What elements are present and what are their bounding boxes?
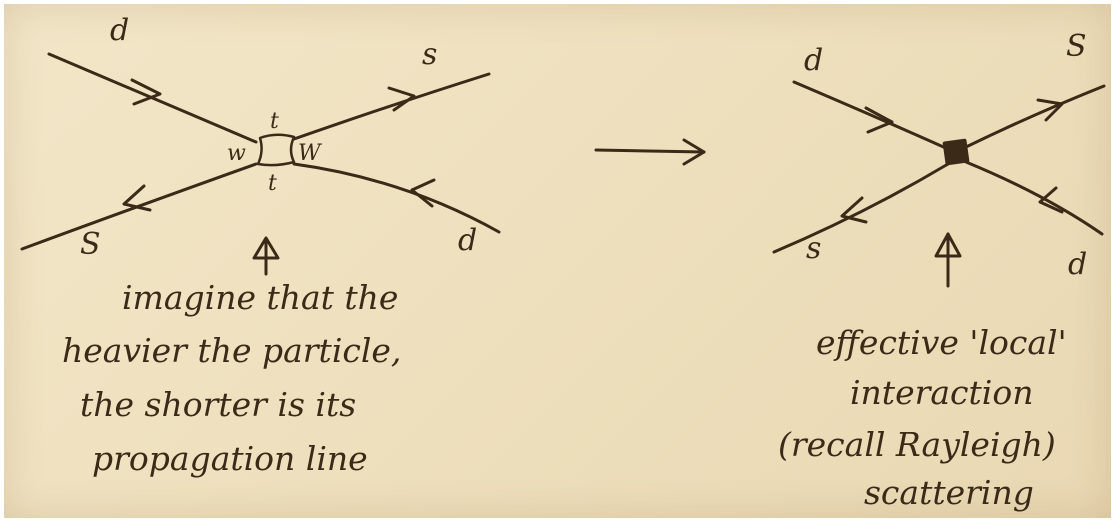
left-d-bottom-line [292,162,501,234]
left-up-arrow-icon [252,236,280,276]
left-note: imagine that the heavier the particle, t… [62,278,401,478]
right-note-line-1: effective 'local' [816,323,1067,362]
left-label-t-bottom: t [268,171,277,196]
left-s-out-arrowhead [387,86,416,112]
left-loop-box [256,133,296,167]
left-d-in-arrowhead [130,78,162,106]
left-d-in-line [47,52,258,144]
right-feynman-diagram [772,80,1106,254]
right-s-out-line [964,84,1106,149]
right-s-bottom-arrowhead [840,196,868,224]
right-d-in-arrowhead [864,106,894,134]
right-note: effective 'local' interaction (recall Ra… [778,323,1067,512]
feynman-diagram-sketch: d s S d t t w W imagine that the heavier… [20,13,1106,512]
left-s-bottom-line [20,162,258,251]
long-arrow-right-icon [594,138,706,166]
right-s-bottom-line [772,162,950,254]
right-note-line-4: scattering [864,473,1034,512]
left-d-bottom-arrowhead [410,178,436,208]
right-note-line-2: interaction [850,373,1033,412]
left-label-s-bottom: S [80,227,101,262]
right-up-arrow-icon [934,232,962,288]
right-d-in-line [792,80,950,151]
right-d-bottom-line [964,160,1104,236]
left-label-w-left: w [227,141,246,166]
left-s-out-line [292,72,491,141]
right-local-vertex [942,138,970,166]
paper-sheet: d s S d t t w W imagine that the heavier… [4,4,1111,518]
left-label-t-top: t [270,109,279,134]
left-note-line-3: the shorter is its [80,385,356,424]
left-note-line-4: propagation line [92,439,368,478]
left-note-line-2: heavier the particle, [62,331,401,370]
right-s-out-arrowhead [1036,98,1064,122]
right-label-s-bottom: s [806,231,821,266]
right-d-bottom-arrowhead [1038,186,1064,214]
left-note-line-1: imagine that the [122,278,398,317]
right-label-d-bottom: d [1068,247,1087,282]
right-label-d-in: d [804,43,823,78]
left-label-d-in: d [110,13,129,48]
right-label-s-out: S [1066,29,1087,64]
left-label-s-out: s [422,37,437,72]
left-label-d-bottom: d [458,223,477,258]
left-label-w-right: W [298,141,323,166]
left-feynman-diagram [20,52,501,251]
right-note-line-3: (recall Rayleigh) [778,425,1056,464]
left-s-bottom-arrowhead [122,184,152,212]
